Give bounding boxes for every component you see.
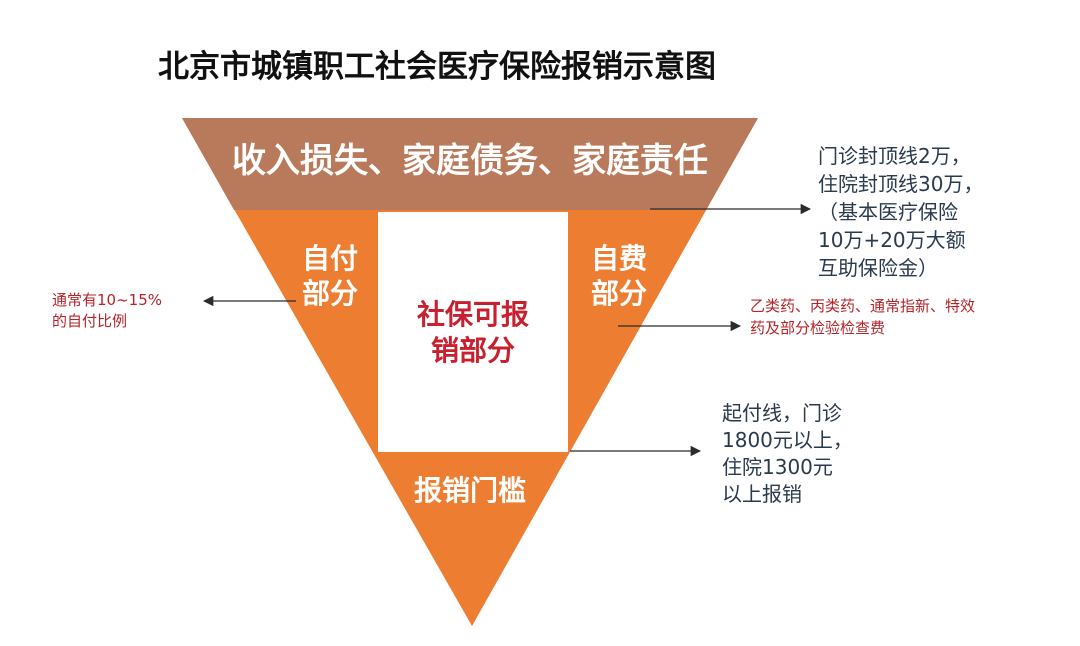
- center-box-label-line2: 销部分: [431, 334, 515, 367]
- center-box-label-line1: 社保可报: [417, 298, 529, 331]
- annotation-bottom-right-line4: 以上报销: [722, 482, 802, 506]
- annotation-top-right-line2: 住院封顶线30万，: [818, 172, 983, 196]
- annotation-bottom-right-line3: 住院1300元: [722, 455, 833, 479]
- left-segment-label-line2: 部分: [302, 277, 358, 310]
- annotation-middle-right-line1: 乙类药、丙类药、通常指新、特效: [750, 297, 975, 315]
- right-segment-label-line1: 自费: [591, 242, 647, 275]
- annotation-bottom-right-line1: 起付线，门诊: [722, 401, 842, 425]
- annotation-top-right-line3: （基本医疗保险: [818, 200, 958, 224]
- annotation-top-right-line1: 门诊封顶线2万，: [818, 144, 971, 168]
- annotation-left-line2: 的自付比例: [52, 312, 127, 330]
- diagram-title: 北京市城镇职工社会医疗保险报销示意图: [158, 49, 716, 85]
- bottom-segment-label: 报销门槛: [414, 474, 526, 507]
- left-segment-label-line1: 自付: [302, 242, 358, 275]
- annotation-middle-right-line2: 药及部分检验检查费: [750, 319, 885, 337]
- annotation-top-right-line5: 互助保险金）: [818, 256, 938, 280]
- annotation-bottom-right-line2: 1800元以上，: [722, 428, 853, 452]
- top-band-label: 收入损失、家庭债务、家庭责任: [232, 141, 708, 181]
- right-segment-label-line2: 部分: [591, 277, 647, 310]
- top-band: [182, 118, 758, 210]
- annotation-left-line1: 通常有10~15%: [52, 291, 162, 309]
- center-box: [378, 212, 568, 452]
- annotation-top-right-line4: 10万+20万大额: [818, 228, 966, 252]
